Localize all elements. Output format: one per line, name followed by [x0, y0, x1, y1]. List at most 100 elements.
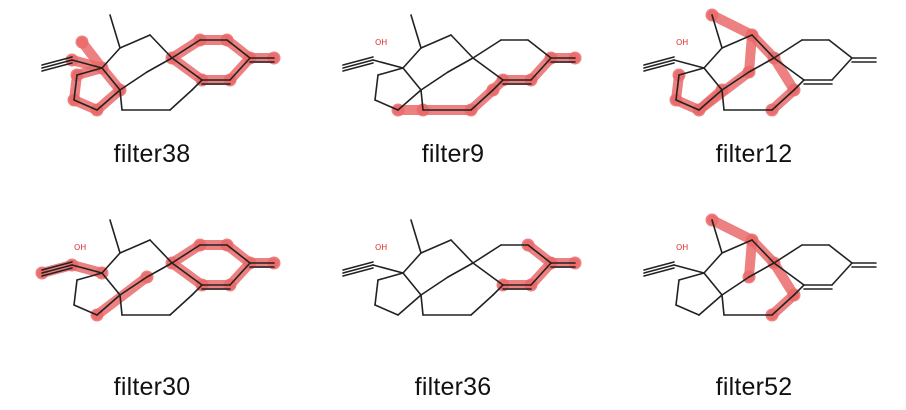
skeleton-bonds [41, 14, 275, 111]
bond [721, 294, 725, 316]
bond [377, 272, 404, 281]
bond [41, 59, 73, 69]
bond [119, 276, 148, 296]
bond [470, 89, 494, 111]
bond [771, 89, 795, 111]
panel-filter36: OH filter36 [303, 205, 603, 405]
bond [342, 264, 374, 274]
bond [119, 34, 151, 49]
panel-filter38: filter38 [2, 0, 302, 200]
bond [420, 276, 449, 296]
bond [171, 244, 201, 264]
bond [703, 67, 723, 91]
bond [374, 99, 399, 111]
bond [229, 262, 251, 286]
bond [675, 74, 680, 101]
bond [643, 59, 675, 69]
bond [171, 262, 203, 286]
bond [169, 89, 193, 111]
molecule-drawing: OH [35, 219, 281, 322]
skeleton-bonds [342, 14, 576, 111]
bond [101, 272, 121, 296]
bond [397, 294, 422, 316]
panel-caption: filter9 [421, 140, 485, 168]
bond [793, 79, 805, 91]
bond [169, 294, 193, 316]
bond [472, 57, 504, 81]
panel-filter12: OH filter12 [604, 0, 904, 200]
bond [342, 261, 374, 271]
bond [71, 264, 103, 274]
bond [109, 14, 121, 49]
bond [229, 57, 251, 81]
bond [101, 252, 121, 274]
bond [342, 267, 374, 277]
bond [76, 67, 103, 76]
highlight-group [705, 213, 801, 322]
bond [402, 272, 422, 296]
bond [721, 239, 753, 254]
bond [171, 57, 203, 81]
bond [420, 34, 452, 49]
bond [119, 294, 123, 316]
bond [492, 79, 504, 91]
molecule-drawing: OH [342, 14, 582, 117]
bond [41, 56, 73, 66]
bond [711, 219, 723, 254]
bond [41, 62, 73, 72]
panel-filter52: OH filter52 [604, 205, 904, 405]
bond [828, 244, 853, 264]
bond [530, 262, 552, 286]
bond [721, 89, 725, 111]
oh-label: OH [676, 38, 688, 47]
bond [149, 34, 173, 59]
bond [146, 262, 173, 278]
bond [96, 89, 121, 111]
bond [374, 279, 379, 306]
molecule-drawing: OH [643, 213, 877, 322]
bond [748, 57, 775, 73]
bond [73, 279, 78, 306]
bond [191, 79, 203, 91]
bond [643, 62, 675, 72]
bond [450, 239, 474, 264]
bond [41, 264, 73, 274]
bond [109, 219, 121, 254]
bond [342, 56, 374, 66]
bond [530, 57, 552, 81]
molecule-drawing [41, 14, 281, 117]
bond [420, 294, 424, 316]
bond [675, 279, 680, 306]
bond [643, 267, 675, 277]
bond [420, 71, 449, 91]
skeleton-bonds [643, 14, 877, 111]
bond [420, 89, 424, 111]
molecule-drawing: OH [342, 219, 582, 316]
bond [171, 39, 201, 59]
bond [678, 272, 705, 281]
oh-label: OH [74, 243, 86, 252]
bond [675, 99, 700, 111]
bond [698, 89, 723, 111]
panel-caption: filter52 [715, 373, 793, 401]
oh-label: OH [375, 243, 387, 252]
bond [450, 34, 474, 59]
bond [472, 244, 502, 264]
panel-caption: filter12 [715, 140, 793, 168]
bond [447, 262, 474, 278]
bond [76, 272, 103, 281]
bond [643, 261, 675, 271]
bond [527, 39, 552, 59]
bond [828, 39, 853, 59]
bond [410, 14, 422, 49]
bond [751, 34, 775, 59]
bond [41, 267, 73, 277]
highlight-group [65, 33, 281, 117]
bond [721, 276, 750, 296]
bond [372, 59, 404, 69]
bond [402, 47, 422, 69]
bond [643, 264, 675, 274]
highlight-atom [75, 35, 89, 49]
bond [372, 264, 404, 274]
bond [831, 57, 853, 81]
